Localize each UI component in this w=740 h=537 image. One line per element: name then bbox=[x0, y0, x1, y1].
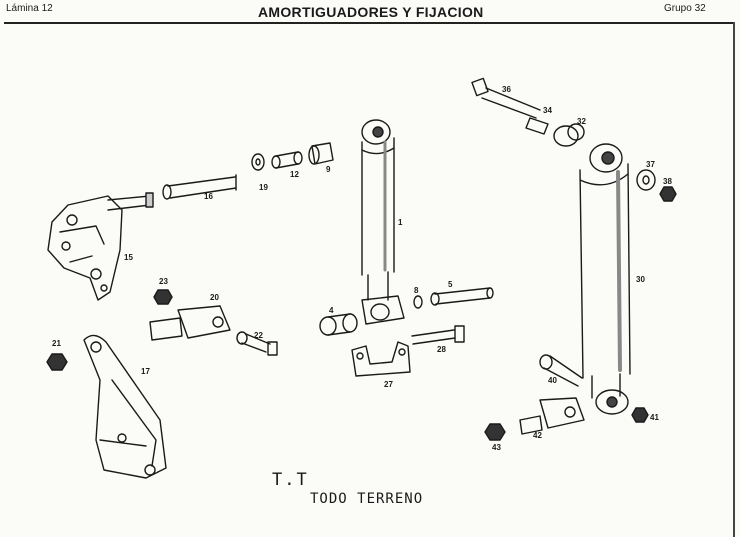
part-number-16: 16 bbox=[204, 192, 213, 201]
eye-20-drawing bbox=[149, 305, 231, 341]
bolt-22-drawing bbox=[236, 331, 278, 356]
bushings-34-32-drawing bbox=[525, 117, 585, 147]
washers-19-12-9-drawing bbox=[251, 142, 334, 171]
group-number: Grupo 32 bbox=[664, 3, 706, 14]
part-number-19: 19 bbox=[259, 183, 268, 192]
bracket-27-drawing bbox=[351, 341, 411, 377]
shock-1-drawing bbox=[361, 119, 405, 325]
bushing-4-drawing bbox=[319, 313, 358, 336]
part-number-30: 30 bbox=[636, 275, 645, 284]
model-code: T.T bbox=[272, 470, 309, 490]
part-number-43: 43 bbox=[492, 443, 501, 452]
part-number-22: 22 bbox=[254, 331, 263, 340]
part-number-40: 40 bbox=[548, 376, 557, 385]
part-number-9: 9 bbox=[326, 165, 331, 174]
part-number-41: 41 bbox=[650, 413, 659, 422]
bolt-36-drawing bbox=[471, 77, 541, 119]
part-number-15: 15 bbox=[124, 253, 133, 262]
part-number-34: 34 bbox=[543, 106, 552, 115]
washers-37-38-drawing bbox=[636, 169, 677, 202]
nut-43-drawing bbox=[484, 423, 506, 441]
bolt-40-drawing bbox=[539, 354, 583, 387]
bracket-17-drawing bbox=[83, 334, 167, 479]
part-number-5: 5 bbox=[448, 280, 453, 289]
part-number-8: 8 bbox=[414, 286, 419, 295]
eye-42-drawing bbox=[519, 397, 585, 435]
nut-23-drawing bbox=[153, 289, 173, 305]
nut-41-drawing bbox=[631, 407, 649, 423]
part-number-37: 37 bbox=[646, 160, 655, 169]
nut-21-drawing bbox=[46, 353, 68, 371]
bushings-8-5-drawing bbox=[413, 287, 494, 309]
part-number-23: 23 bbox=[159, 277, 168, 286]
part-number-32: 32 bbox=[577, 117, 586, 126]
bracket-15-drawing bbox=[47, 192, 154, 301]
model-label: TODO TERRENO bbox=[310, 491, 424, 507]
part-number-28: 28 bbox=[437, 345, 446, 354]
bolt-28-drawing bbox=[411, 325, 465, 345]
part-number-36: 36 bbox=[502, 85, 511, 94]
part-number-20: 20 bbox=[210, 293, 219, 302]
part-number-1: 1 bbox=[398, 218, 403, 227]
part-number-38: 38 bbox=[663, 177, 672, 186]
page-title: AMORTIGUADORES Y FIJACION bbox=[258, 4, 484, 20]
part-number-21: 21 bbox=[52, 339, 61, 348]
part-number-4: 4 bbox=[329, 306, 334, 315]
header-divider bbox=[4, 22, 734, 24]
shock-30-drawing bbox=[579, 143, 631, 415]
part-number-27: 27 bbox=[384, 380, 393, 389]
bolt-16-drawing bbox=[162, 174, 237, 200]
sheet-number: Lámina 12 bbox=[6, 3, 53, 14]
part-number-17: 17 bbox=[141, 367, 150, 376]
part-number-12: 12 bbox=[290, 170, 299, 179]
right-border bbox=[733, 22, 735, 537]
part-number-42: 42 bbox=[533, 431, 542, 440]
